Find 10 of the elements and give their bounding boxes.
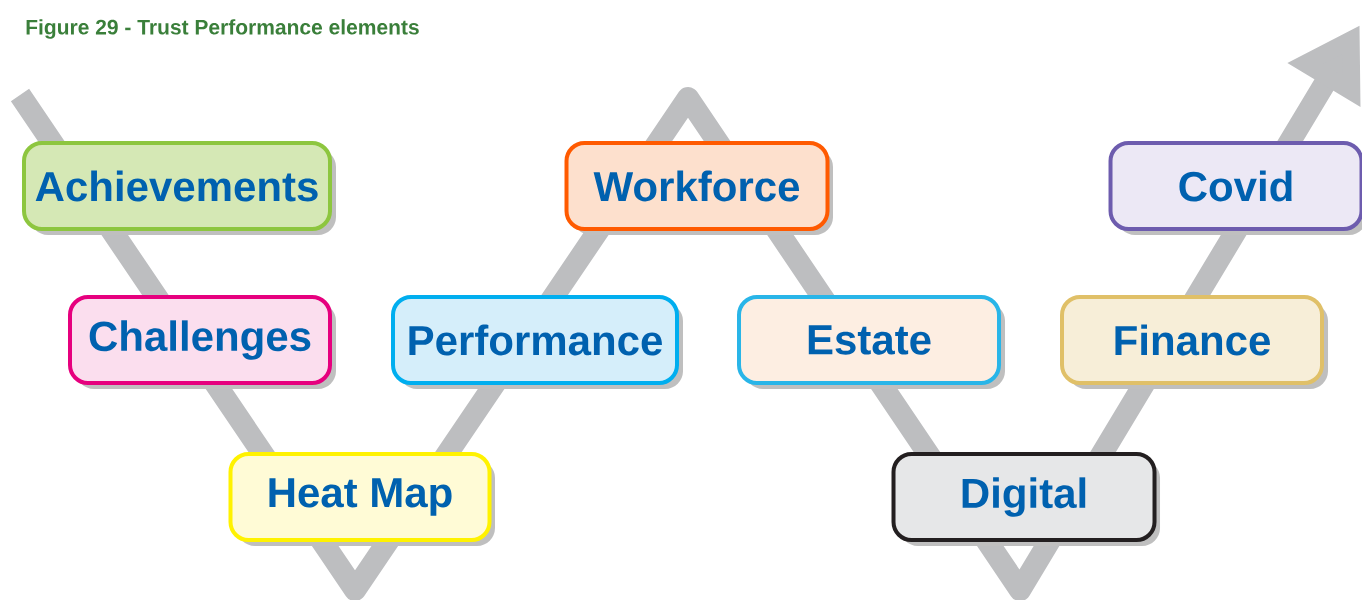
label-box: Covid (1108, 141, 1362, 235)
label-box: Estate (737, 295, 1005, 389)
figure-title: Figure 29 - Trust Performance elements (26, 19, 419, 39)
label-box: Digital (891, 452, 1160, 546)
label-box: Performance (391, 295, 683, 389)
label-box: Finance (1060, 295, 1328, 389)
label-box: Workforce (564, 141, 833, 235)
label-box: Achievements (22, 141, 336, 235)
label-box: Challenges (68, 295, 336, 389)
label-box: Heat Map (228, 452, 495, 546)
